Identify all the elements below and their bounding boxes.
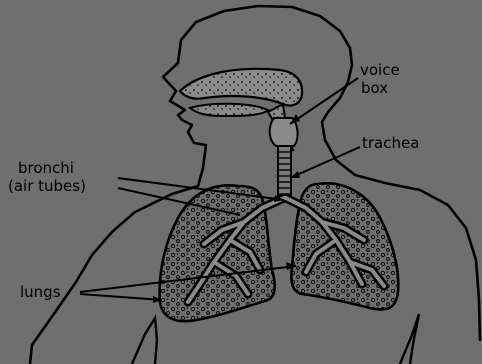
voice-box-label-line1: voice xyxy=(360,62,400,78)
trachea-label: trachea xyxy=(362,135,419,151)
oral-cavity xyxy=(190,104,268,116)
trachea-pointer xyxy=(290,147,360,178)
lungs-pointer-lower xyxy=(80,294,162,300)
lungs-label: lungs xyxy=(20,284,61,300)
right-arm-outline xyxy=(400,314,419,364)
trachea xyxy=(278,146,291,198)
left-arm-outline xyxy=(132,318,157,364)
body-outline xyxy=(30,6,480,364)
nasal-cavity xyxy=(180,69,302,106)
voice-box-label-line2: box xyxy=(361,80,388,96)
bronchi-label-line2: (air tubes) xyxy=(8,178,86,194)
bronchi-label-line1: bronchi xyxy=(18,160,74,176)
